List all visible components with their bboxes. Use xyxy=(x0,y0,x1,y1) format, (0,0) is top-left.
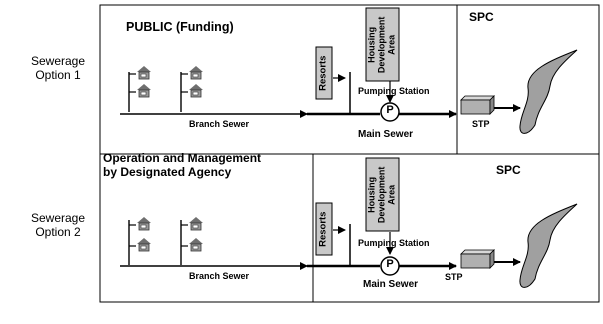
house-icon xyxy=(188,83,204,98)
option-1-pump-symbol: P xyxy=(386,104,394,116)
option-2-main-sewer-label: Main Sewer xyxy=(363,279,419,290)
option-2-branch-sewer-label: Branch Sewer xyxy=(189,271,250,281)
option-1-pumping-station-label: Pumping Station xyxy=(358,86,430,96)
housing-development-box xyxy=(365,157,400,232)
house-icon xyxy=(188,216,204,231)
housing-development-box xyxy=(365,7,400,82)
resorts-box xyxy=(315,202,333,256)
option-1-right-header: SPC xyxy=(469,10,494,24)
option-2-left-header: Operation and Management by Designated A… xyxy=(103,151,262,179)
option-2-pump-symbol: P xyxy=(386,258,394,270)
house-icon xyxy=(188,237,204,252)
option-2-label: Sewerage Option 2 xyxy=(30,211,86,239)
option-1-housing-label: Housing Development Area xyxy=(366,16,397,73)
option-1-left-header: PUBLIC (Funding) xyxy=(126,20,234,34)
option-1-houses xyxy=(128,65,204,112)
house-icon xyxy=(136,216,152,231)
house-icon xyxy=(136,237,152,252)
stp-icon xyxy=(460,249,495,269)
option-1-resorts-label: Resorts xyxy=(317,55,329,91)
option-1-main-sewer-label: Main Sewer xyxy=(358,129,414,140)
option-2-sewer-lines xyxy=(120,224,521,270)
option-2-resorts-label: Resorts xyxy=(317,211,329,247)
house-icon xyxy=(136,65,152,80)
river-icon xyxy=(519,203,578,288)
pump-icon xyxy=(380,102,400,122)
option-2-stp-label: STP xyxy=(445,272,463,282)
option-1-sewer-lines xyxy=(120,72,521,118)
house-icon xyxy=(188,65,204,80)
option-2-pumping-station-label: Pumping Station xyxy=(358,238,430,248)
option-2-housing-label: Housing Development Area xyxy=(366,166,397,223)
pump-icon xyxy=(380,256,400,276)
option-1-label: Sewerage Option 1 xyxy=(30,54,86,82)
river-icon xyxy=(519,49,578,134)
option-1-stp-label: STP xyxy=(472,119,490,129)
option-2-frame xyxy=(99,153,600,303)
option-1-branch-sewer-label: Branch Sewer xyxy=(189,119,250,129)
option-2-right-header: SPC xyxy=(496,163,521,177)
stp-icon xyxy=(460,95,495,115)
house-icon xyxy=(136,83,152,98)
resorts-box xyxy=(315,46,333,100)
option-2-houses xyxy=(128,216,204,265)
